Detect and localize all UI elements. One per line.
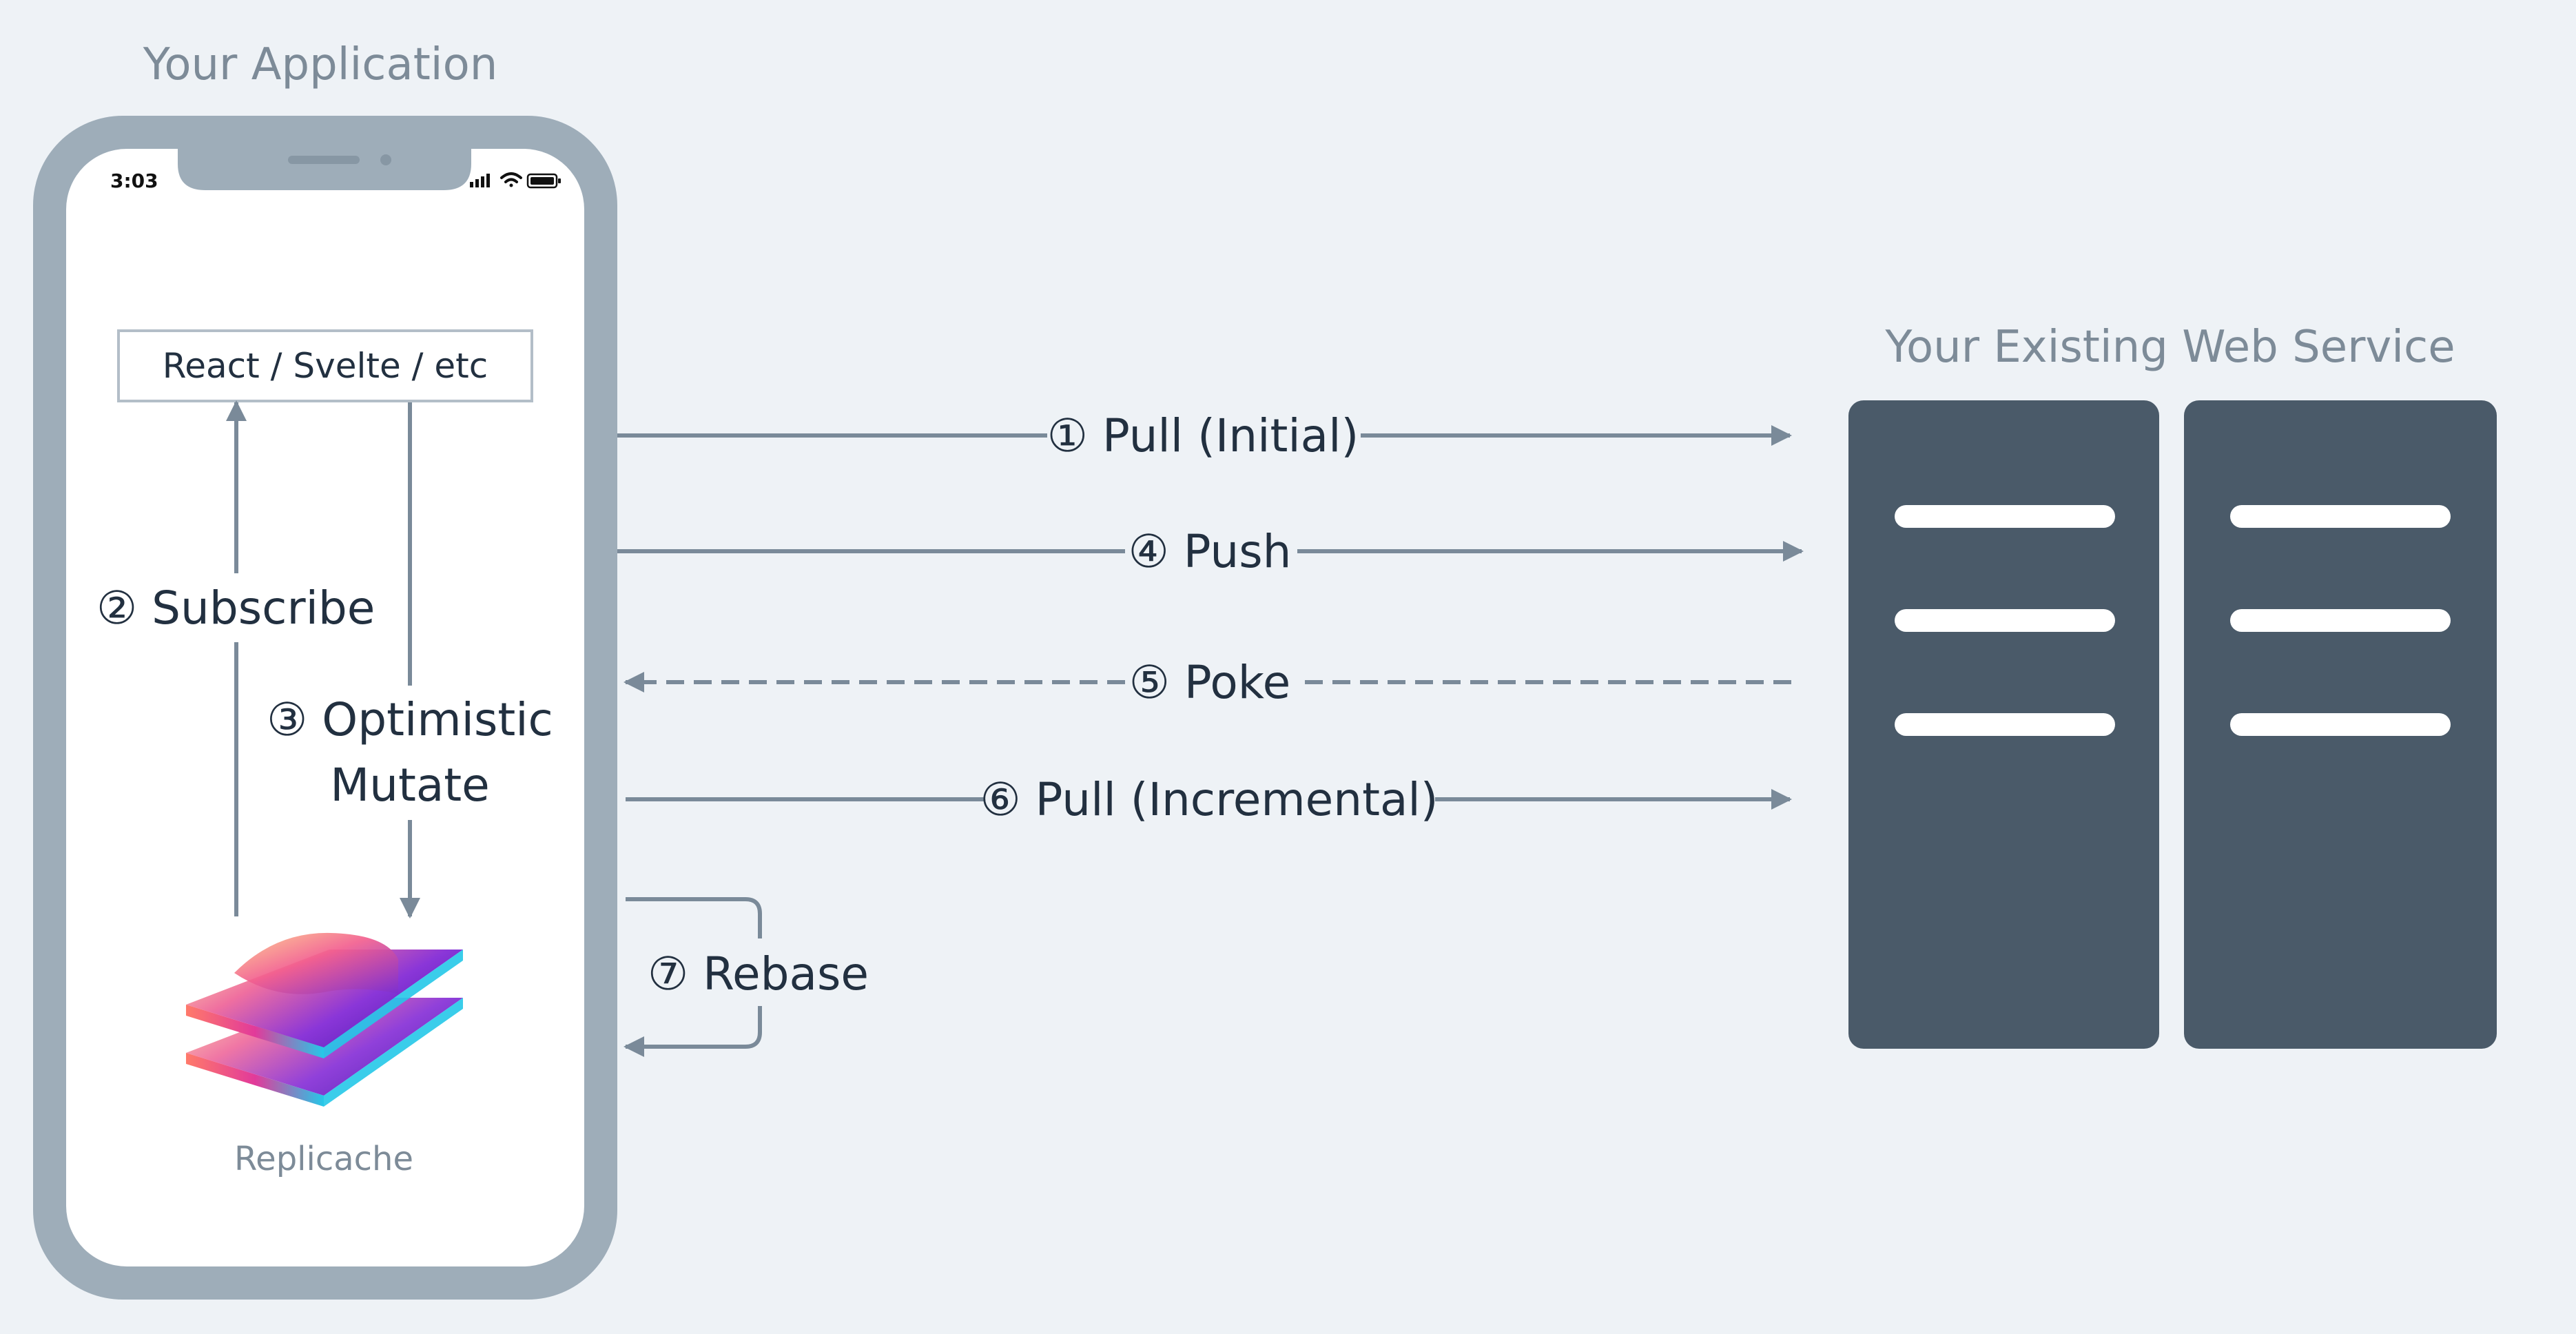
- wifi-icon: [500, 172, 522, 187]
- rebase-label: ⑦ Rebase: [648, 947, 869, 1000]
- phone-notch: [178, 149, 471, 190]
- replicache-logo: [186, 932, 463, 1107]
- framework-label: React / Svelte / etc: [163, 346, 488, 386]
- status-time: 3:03: [110, 170, 158, 192]
- optimistic-label-line1: ③ Optimistic: [267, 693, 553, 746]
- rebase-arrow: [624, 1006, 762, 1057]
- framework-box: [117, 329, 533, 402]
- server-rack-icon: [1848, 400, 2497, 1049]
- pull-incremental-label: ⑥ Pull (Incremental): [980, 773, 1438, 826]
- optimistic-label-line2: Mutate: [330, 759, 490, 812]
- poke-label: ⑤ Poke: [1129, 656, 1290, 709]
- replicache-label: Replicache: [234, 1140, 413, 1178]
- signal-icon: [470, 174, 490, 187]
- rebase-loop-top: [626, 897, 762, 938]
- pull-initial-label: ① Pull (Initial): [1047, 409, 1359, 462]
- speaker-grille: [288, 156, 360, 164]
- battery-icon: [526, 173, 561, 189]
- subscribe-label: ② Subscribe: [96, 582, 375, 635]
- front-camera: [380, 154, 391, 165]
- app-title: Your Application: [143, 39, 498, 90]
- service-title: Your Existing Web Service: [1884, 322, 2455, 373]
- push-label: ④ Push: [1129, 525, 1292, 578]
- phone-screen: [66, 149, 584, 1266]
- phone-device: 3:03 React / Svelte / etc ② Subscribe ③ …: [33, 116, 617, 1300]
